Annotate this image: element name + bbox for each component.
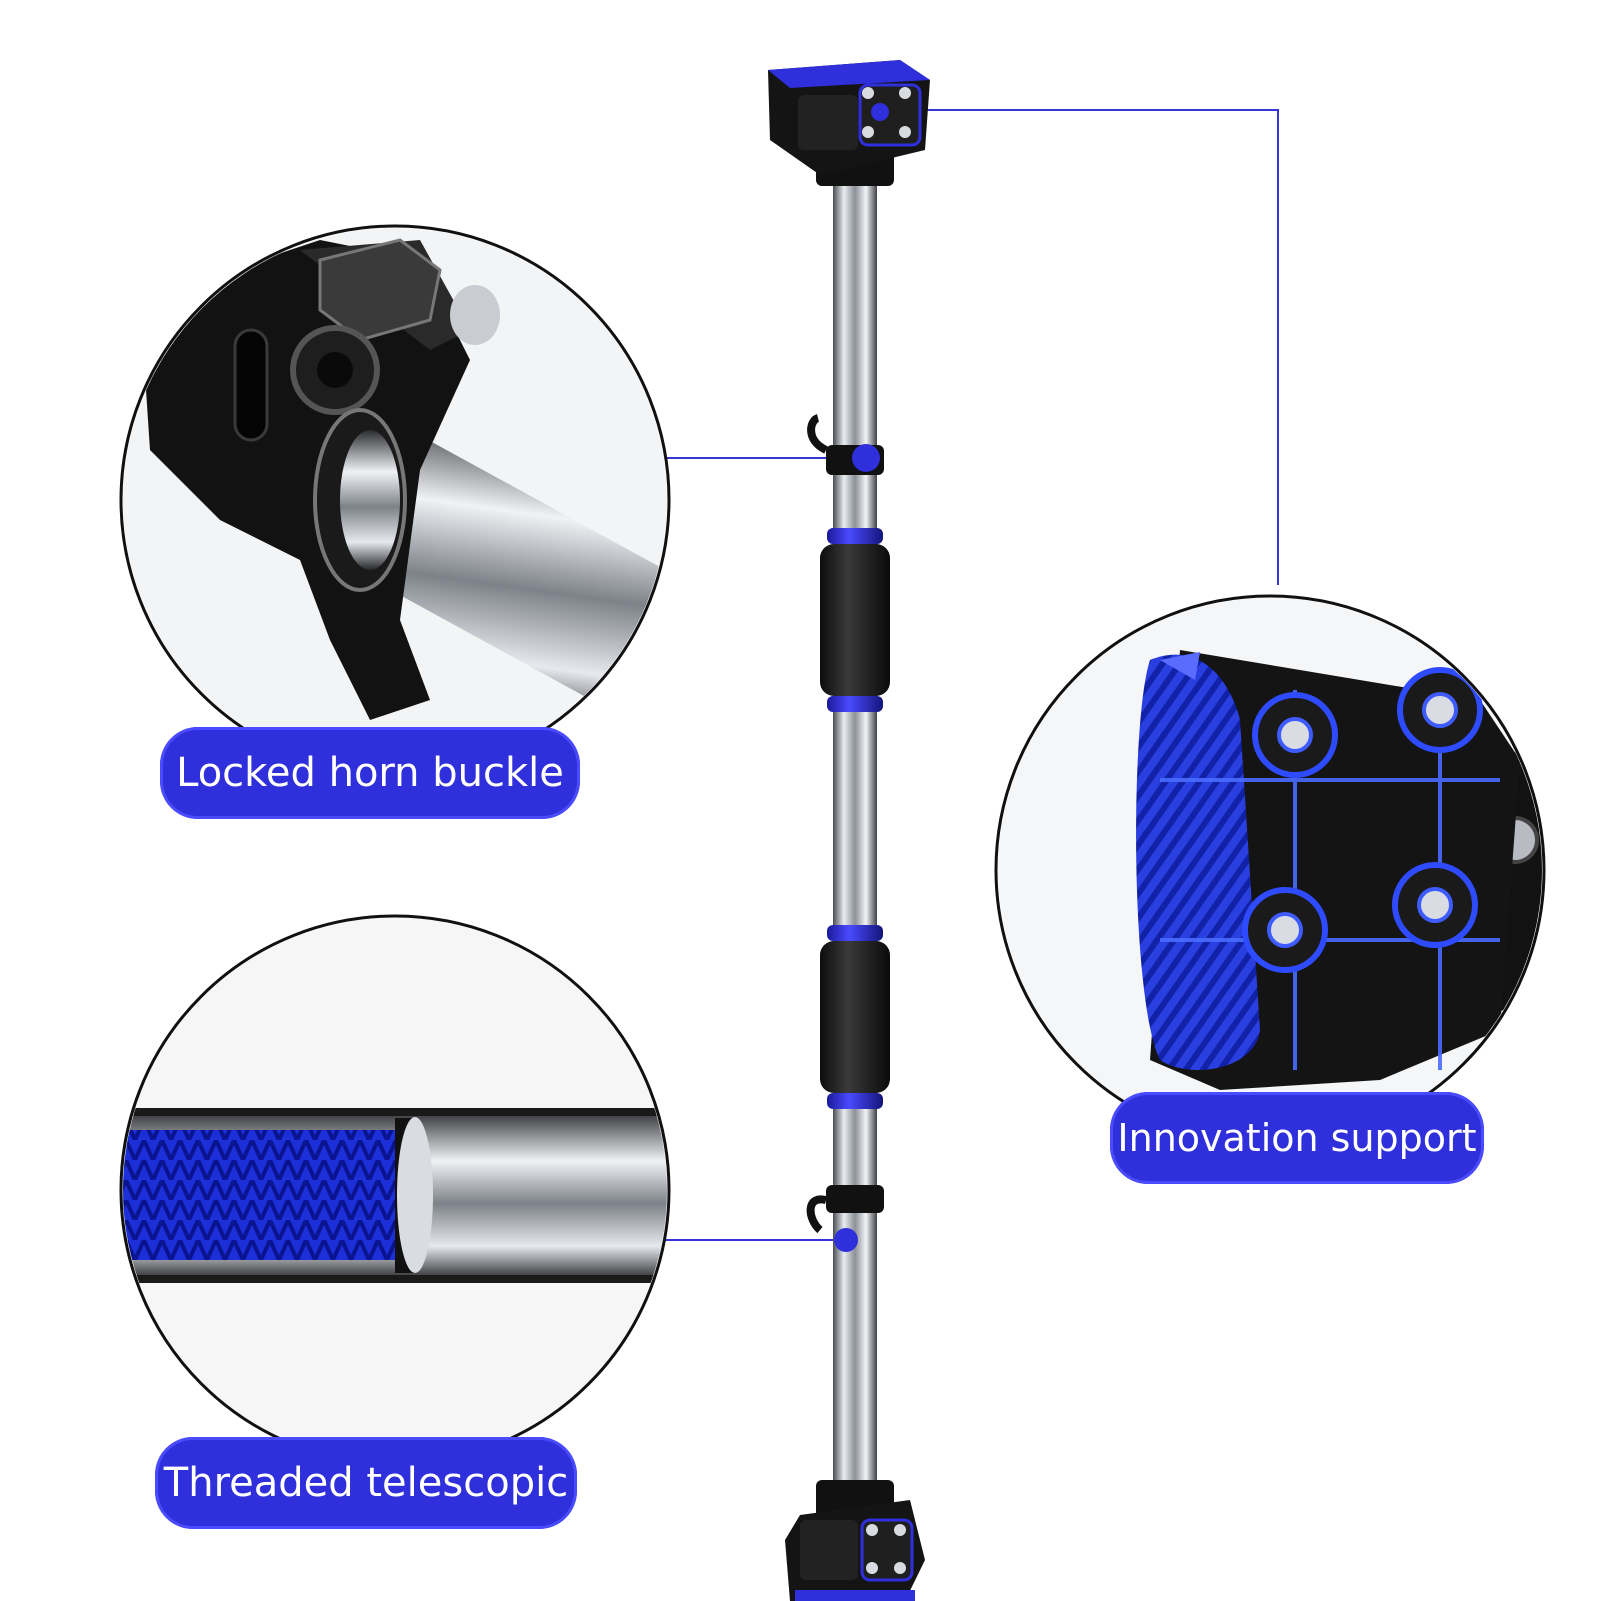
top-end-cap — [768, 60, 930, 186]
lower-clip — [806, 1185, 884, 1252]
upper-clip — [807, 414, 884, 475]
detail-innovation-support — [994, 594, 1546, 1146]
pull-up-bar — [768, 60, 930, 1601]
label-threaded-telescopic: Threaded telescopic — [155, 1437, 577, 1529]
label-innovation-support: Innovation support — [1110, 1092, 1484, 1184]
detail-threaded-telescopic — [119, 914, 671, 1466]
detail-locked-horn-buckle — [119, 224, 671, 776]
bolts — [1242, 667, 1483, 973]
bottom-end-cap — [785, 1480, 925, 1601]
label-locked-horn-buckle: Locked horn buckle — [160, 727, 580, 819]
